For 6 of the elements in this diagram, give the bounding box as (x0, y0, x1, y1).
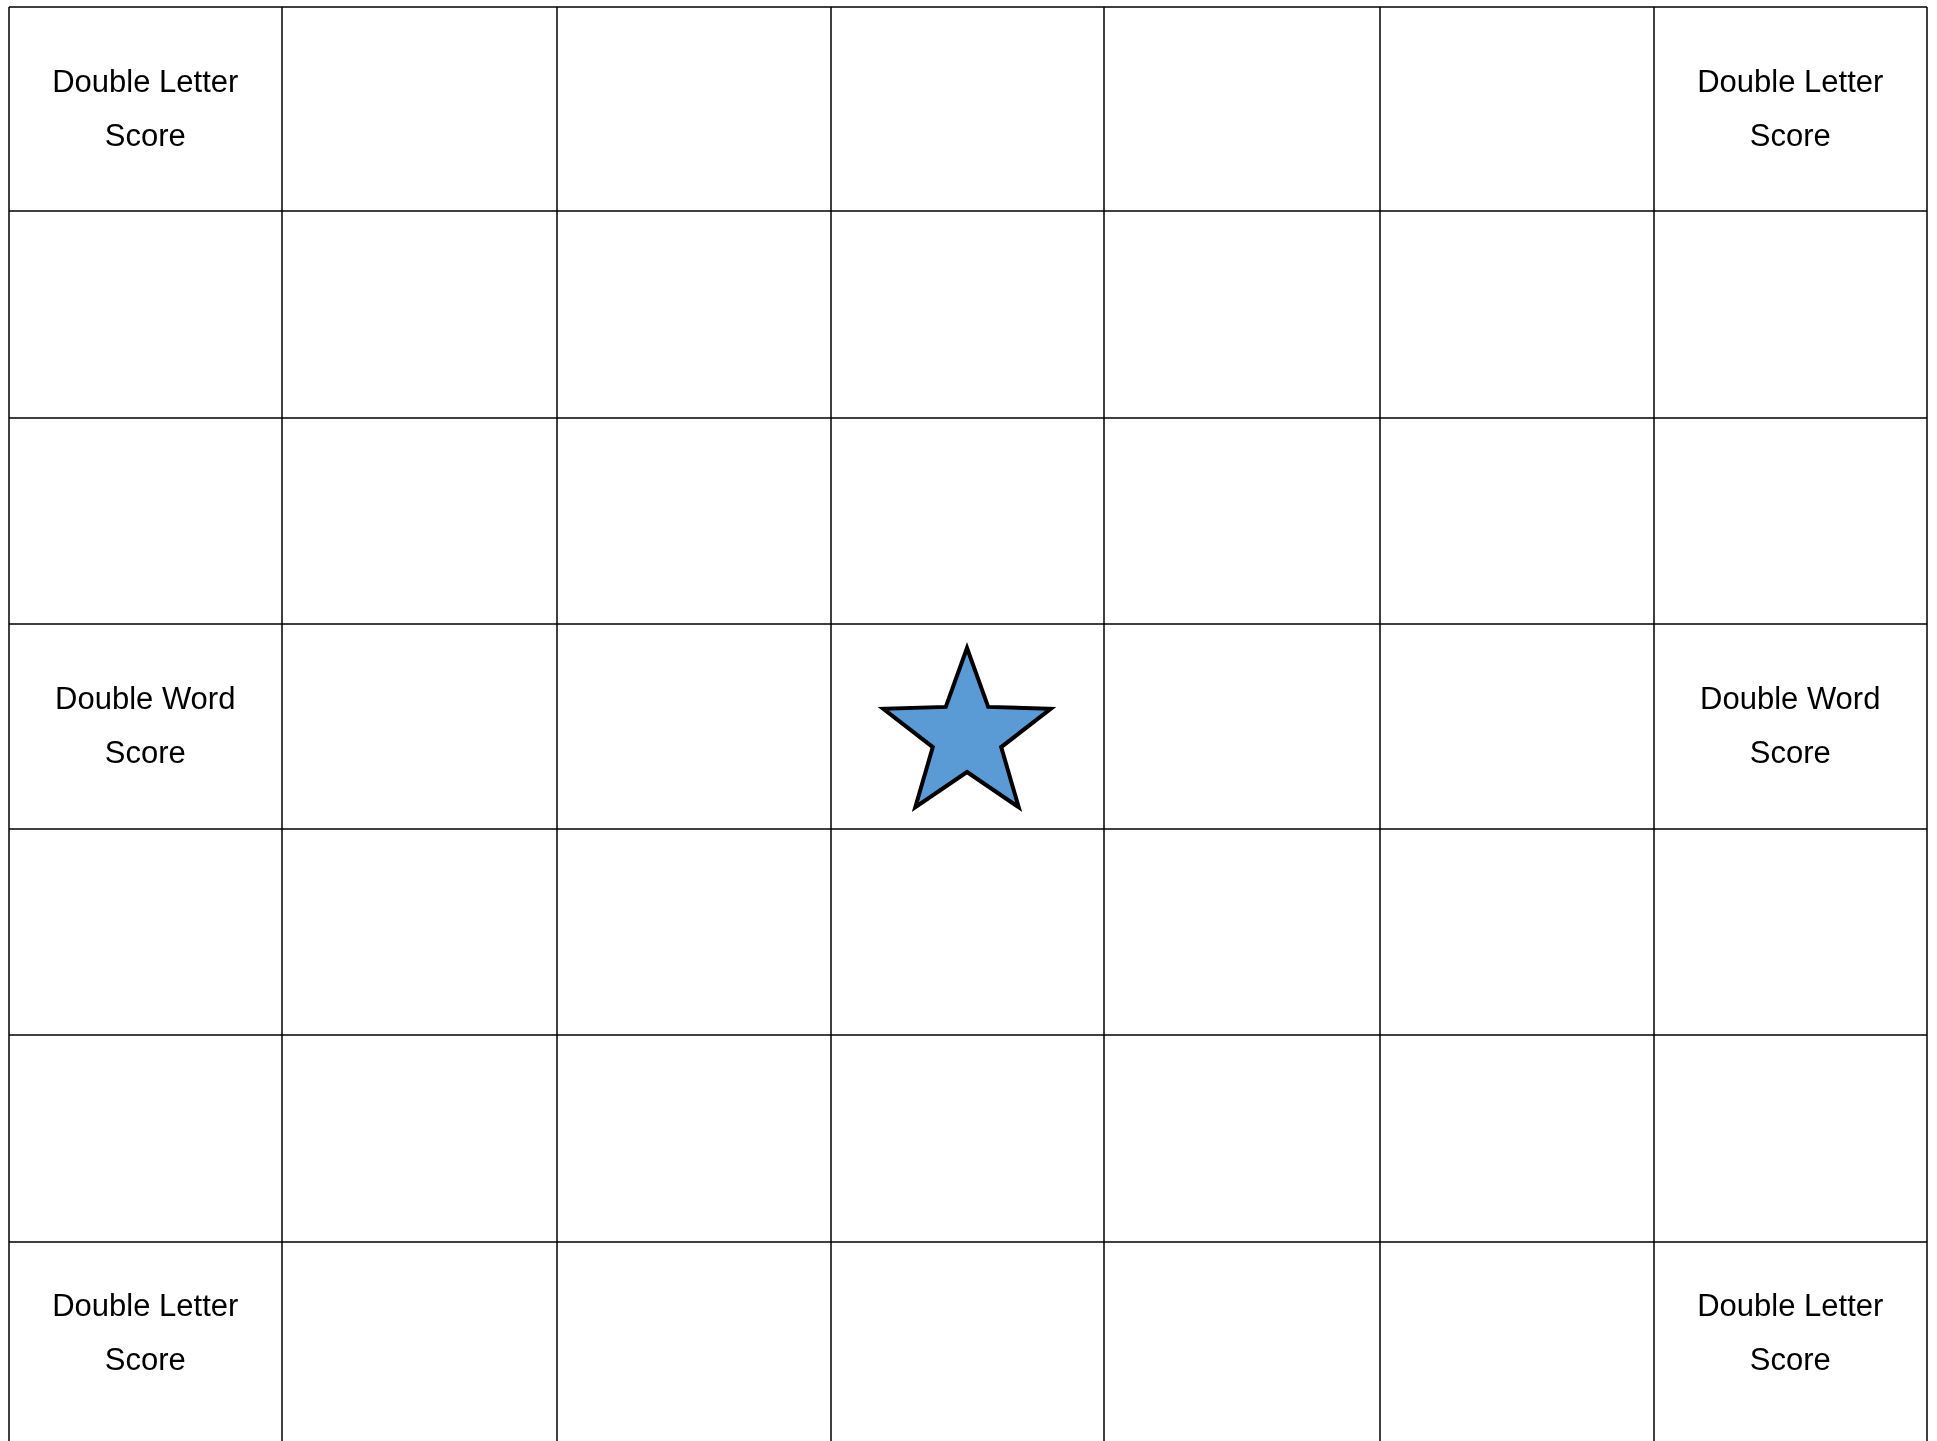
square-label: Double Letter Score (51, 62, 240, 155)
square-label: Double Word Score (1699, 680, 1882, 773)
square-label: Double Word Score (54, 680, 237, 773)
square-label: Double Letter Score (1696, 1287, 1885, 1379)
square-label: Double Letter Score (51, 1287, 240, 1379)
square-label: Double Letter Score (1696, 62, 1885, 155)
